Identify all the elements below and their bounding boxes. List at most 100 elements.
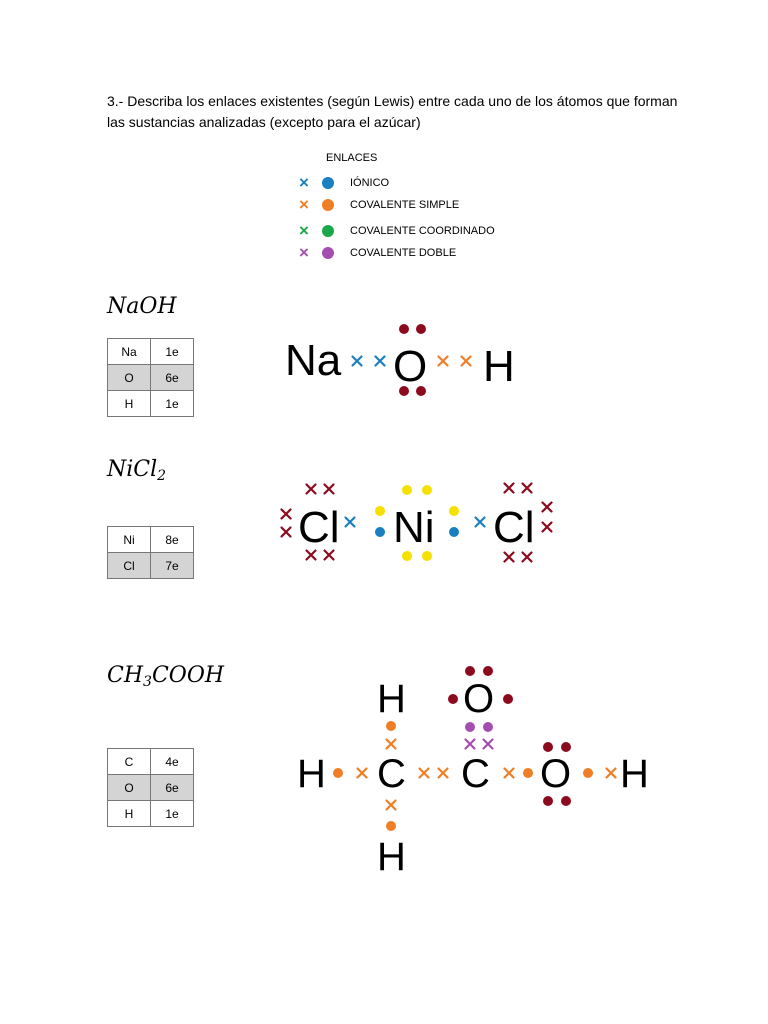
- electron-dot: [448, 694, 458, 704]
- table-cell: 6e: [150, 774, 194, 801]
- table-cell: Na: [107, 338, 151, 365]
- electron-cross: [503, 551, 515, 563]
- electron-dot: [561, 742, 571, 752]
- electron-cross: [385, 799, 397, 811]
- lewis-nicl2-electrons: [280, 482, 553, 563]
- formula-sub: 3: [143, 674, 152, 690]
- electron-cross: [323, 549, 335, 561]
- table-cell: 8e: [150, 526, 194, 553]
- electron-cross: [541, 501, 553, 513]
- electron-dot: [402, 485, 412, 495]
- electron-dot: [483, 666, 493, 676]
- legend-double: × COVALENTE DOBLE: [296, 244, 516, 262]
- table-cell: H: [107, 390, 151, 417]
- electron-cross: [437, 355, 449, 367]
- electron-dot: [483, 722, 493, 732]
- legend-label-double: COVALENTE DOBLE: [350, 247, 457, 259]
- double-dot-icon: [322, 247, 334, 259]
- electron-cross: [418, 767, 430, 779]
- legend-title: ENLACES: [326, 152, 378, 164]
- electron-cross: [521, 551, 533, 563]
- bond-legend: ENLACES × IÓNICO × COVALENTE SIMPLE × CO…: [296, 152, 516, 264]
- electron-dot: [503, 694, 513, 704]
- electron-dot: [422, 551, 432, 561]
- electron-dot: [543, 742, 553, 752]
- electron-dot: [386, 821, 396, 831]
- atom-label: C: [377, 752, 406, 796]
- electron-dot: [416, 324, 426, 334]
- electron-cross: [385, 738, 397, 750]
- electron-dot: [583, 768, 593, 778]
- legend-label-coordinate: COVALENTE COORDINADO: [350, 225, 495, 237]
- formula-naoh: NaOH: [107, 294, 177, 319]
- atom-label: Ni: [393, 503, 435, 552]
- table-cell: O: [107, 774, 151, 801]
- question-line-1: 3.- Describa los enlaces existentes (seg…: [107, 93, 678, 109]
- electron-cross: [521, 482, 533, 494]
- electron-cross: [503, 767, 515, 779]
- atom-label: O: [540, 752, 571, 796]
- electron-cross: [503, 482, 515, 494]
- lewis-nicl2: Cl Ni Cl: [298, 503, 535, 552]
- electron-cross: [541, 521, 553, 533]
- electron-cross: [374, 355, 386, 367]
- electron-cross: [344, 516, 356, 528]
- electron-cross: [305, 483, 317, 495]
- lewis-naoh-electrons: [351, 324, 472, 396]
- atom-label: Na: [285, 336, 342, 385]
- simple-cross-icon: ×: [299, 195, 309, 214]
- atom-label: H: [620, 752, 649, 796]
- ionic-cross-icon: ×: [299, 173, 309, 192]
- electron-dot: [465, 722, 475, 732]
- electron-cross: [460, 355, 472, 367]
- electron-dot: [561, 796, 571, 806]
- atom-label: O: [393, 342, 427, 391]
- electron-dot: [399, 324, 409, 334]
- table-cell: 6e: [150, 364, 194, 391]
- electron-cross: [437, 767, 449, 779]
- lewis-ch3cooh: H O H C C O H H: [297, 677, 649, 879]
- formula-part: COOH: [151, 663, 225, 688]
- electron-dot: [465, 666, 475, 676]
- question-line-2: las sustancias analizadas (excepto para …: [107, 114, 421, 130]
- electron-cross: [482, 738, 494, 750]
- electron-cross: [280, 508, 292, 520]
- electron-dot: [375, 506, 385, 516]
- double-cross-icon: ×: [299, 243, 309, 262]
- lewis-naoh: Na O H: [285, 336, 515, 391]
- electron-dot: [386, 721, 396, 731]
- coordinate-dot-icon: [322, 225, 334, 237]
- atom-label: C: [461, 752, 490, 796]
- table-cell: O: [107, 364, 151, 391]
- atom-label: O: [463, 677, 494, 721]
- legend-label-simple: COVALENTE SIMPLE: [350, 199, 460, 211]
- electron-cross: [280, 526, 292, 538]
- electron-cross: [351, 355, 363, 367]
- electron-cross: [464, 738, 476, 750]
- formula-nicl2-main: NiCl: [107, 457, 158, 482]
- electron-dot: [449, 506, 459, 516]
- electron-dot: [449, 527, 459, 537]
- atom-label: Cl: [298, 503, 340, 552]
- formula-nicl2: NiCl2: [107, 457, 166, 484]
- legend-coordinate: × COVALENTE COORDINADO: [296, 222, 516, 240]
- table-cell: C: [107, 748, 151, 775]
- formula-part: CH: [107, 663, 144, 688]
- legend-label-ionic: IÓNICO: [350, 177, 390, 189]
- coordinate-cross-icon: ×: [299, 221, 309, 240]
- legend-ionic: × IÓNICO: [296, 174, 516, 192]
- atom-label: H: [377, 677, 406, 721]
- formula-ch3cooh: CH3COOH: [107, 663, 224, 690]
- lewis-ch3cooh-electrons: [333, 666, 617, 831]
- electron-dot: [333, 768, 343, 778]
- electron-dot: [399, 386, 409, 396]
